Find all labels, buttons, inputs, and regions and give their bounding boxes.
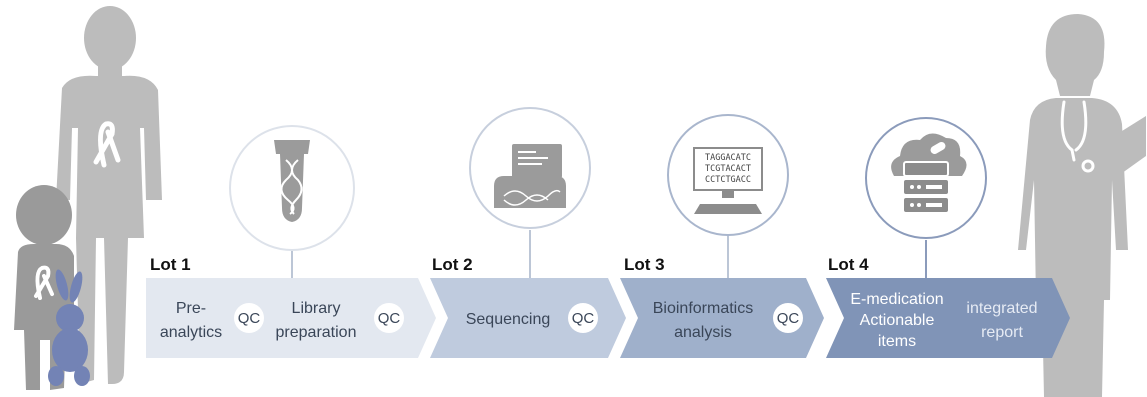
- lot4-chevron: [826, 278, 1070, 358]
- report-line2: report: [981, 324, 1023, 341]
- lot2-chevron: [430, 278, 626, 358]
- qc-label: QC: [572, 310, 595, 327]
- ribbon-icon: [34, 265, 54, 300]
- qc-badge: [234, 303, 264, 333]
- step-sequencing: Sequencing: [466, 311, 551, 328]
- sequencer-icon: [494, 144, 566, 208]
- qc-label: QC: [378, 310, 401, 327]
- lot1-icon-circle: [229, 125, 355, 251]
- lot3-icon-circle: TAGGACATC TCGTACACT CCTCTGACC: [667, 114, 789, 236]
- report-line1: integrated: [966, 300, 1037, 317]
- lot4-icon-circle: [865, 117, 987, 239]
- qc-badge: [773, 303, 803, 333]
- stethoscope-icon: [1060, 100, 1088, 162]
- step-library-preparation-line1: Library: [292, 300, 341, 317]
- connector-lines: [291, 230, 729, 278]
- step-library-preparation-line2: preparation: [276, 324, 357, 341]
- step-bioinformatics-line1: Bioinformatics: [653, 300, 753, 317]
- lot4-label: Lot 4: [828, 255, 869, 274]
- lot3-chevron: [620, 278, 824, 358]
- rabbit-toy-icon: [48, 269, 90, 386]
- step-pre-analytics-line1: Pre-: [176, 300, 206, 317]
- qc-badge: [568, 303, 598, 333]
- lot2-icon-circle: [469, 107, 591, 229]
- qc-badge: [374, 303, 404, 333]
- cloud-server-pill-icon: [891, 133, 967, 212]
- computer-sequence-icon: TAGGACATC TCGTACACT CCTCTGACC: [693, 147, 763, 214]
- lot1-chevron: [146, 278, 436, 358]
- ribbon-icon: [93, 121, 121, 168]
- dna-tube-icon: [274, 140, 310, 222]
- sequence-line-3: CCTCTGACC: [705, 175, 751, 185]
- step-e-medication: E-medication: [850, 291, 943, 308]
- sequence-line-2: TCGTACACT: [705, 164, 751, 174]
- qc-label: QC: [777, 310, 800, 327]
- step-pre-analytics-line2: analytics: [160, 324, 222, 341]
- step-items: items: [878, 333, 916, 350]
- qc-label: QC: [238, 310, 261, 327]
- step-actionable: Actionable: [860, 312, 935, 329]
- sequence-line-1: TAGGACATC: [705, 153, 751, 163]
- lot2-label: Lot 2: [432, 255, 473, 274]
- lot3-label: Lot 3: [624, 255, 665, 274]
- lot1-label: Lot 1: [150, 255, 191, 274]
- woman-silhouette: [56, 6, 162, 384]
- step-bioinformatics-line2: analysis: [674, 324, 732, 341]
